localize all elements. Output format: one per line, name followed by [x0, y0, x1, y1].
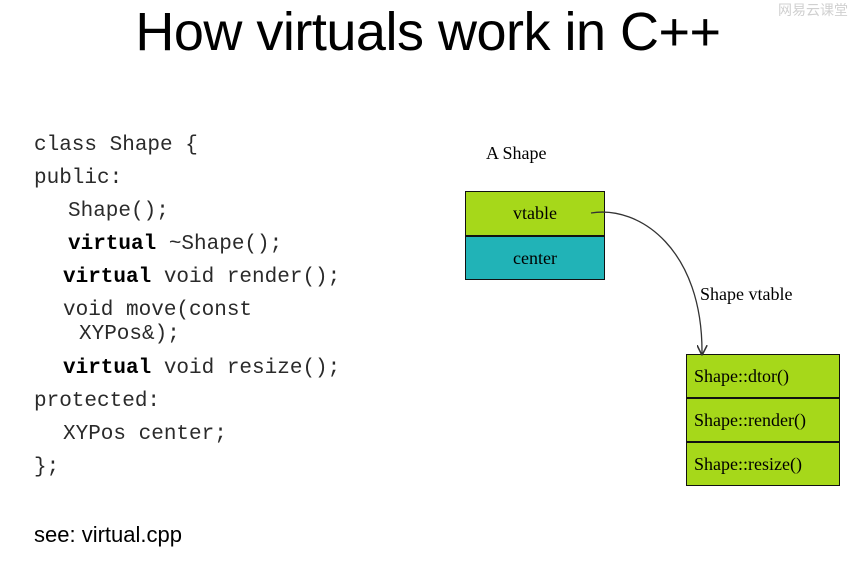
object-field-vtable: vtable [465, 191, 605, 236]
code-text: }; [34, 456, 60, 479]
object-label: A Shape [486, 143, 547, 163]
vtable-entry-dtor: Shape::dtor() [686, 354, 840, 398]
code-text: void render(); [151, 266, 341, 289]
code-keyword: virtual [63, 266, 152, 289]
see-note: see: virtual.cpp [34, 522, 182, 547]
code-line: void move(const [63, 300, 252, 322]
slide-title: How virtuals work in C++ [135, 2, 721, 62]
code-line: XYPos center; [63, 424, 227, 446]
pointer-curve [590, 211, 702, 354]
code-text: Shape(); [68, 200, 169, 223]
code-text: void move(const [63, 299, 253, 322]
code-text: XYPos center; [63, 423, 227, 446]
object-field-center: center [465, 236, 605, 280]
code-line: virtual ~Shape(); [68, 234, 282, 256]
code-line: XYPos&); [79, 324, 180, 346]
code-line: }; [34, 457, 59, 479]
vtable-label: Shape vtable [700, 284, 793, 304]
code-line: public: [34, 168, 122, 190]
vtable-entry-resize: Shape::resize() [686, 442, 840, 486]
code-line: protected: [34, 391, 160, 413]
code-text: public: [34, 167, 123, 190]
code-text: ~Shape(); [156, 233, 283, 256]
code-keyword: virtual [63, 357, 152, 380]
code-text: void resize(); [151, 357, 341, 380]
code-text: protected: [34, 390, 161, 413]
vtable-entry-render: Shape::render() [686, 398, 840, 442]
code-line: virtual void resize(); [63, 358, 340, 380]
code-line: virtual void render(); [63, 267, 340, 289]
code-keyword: virtual [68, 233, 157, 256]
code-line: Shape(); [68, 201, 169, 223]
code-text: XYPos&); [79, 323, 180, 346]
code-text: class Shape { [34, 134, 198, 157]
code-line: class Shape { [34, 135, 198, 157]
watermark-logo: 网易云课堂 [778, 3, 848, 19]
